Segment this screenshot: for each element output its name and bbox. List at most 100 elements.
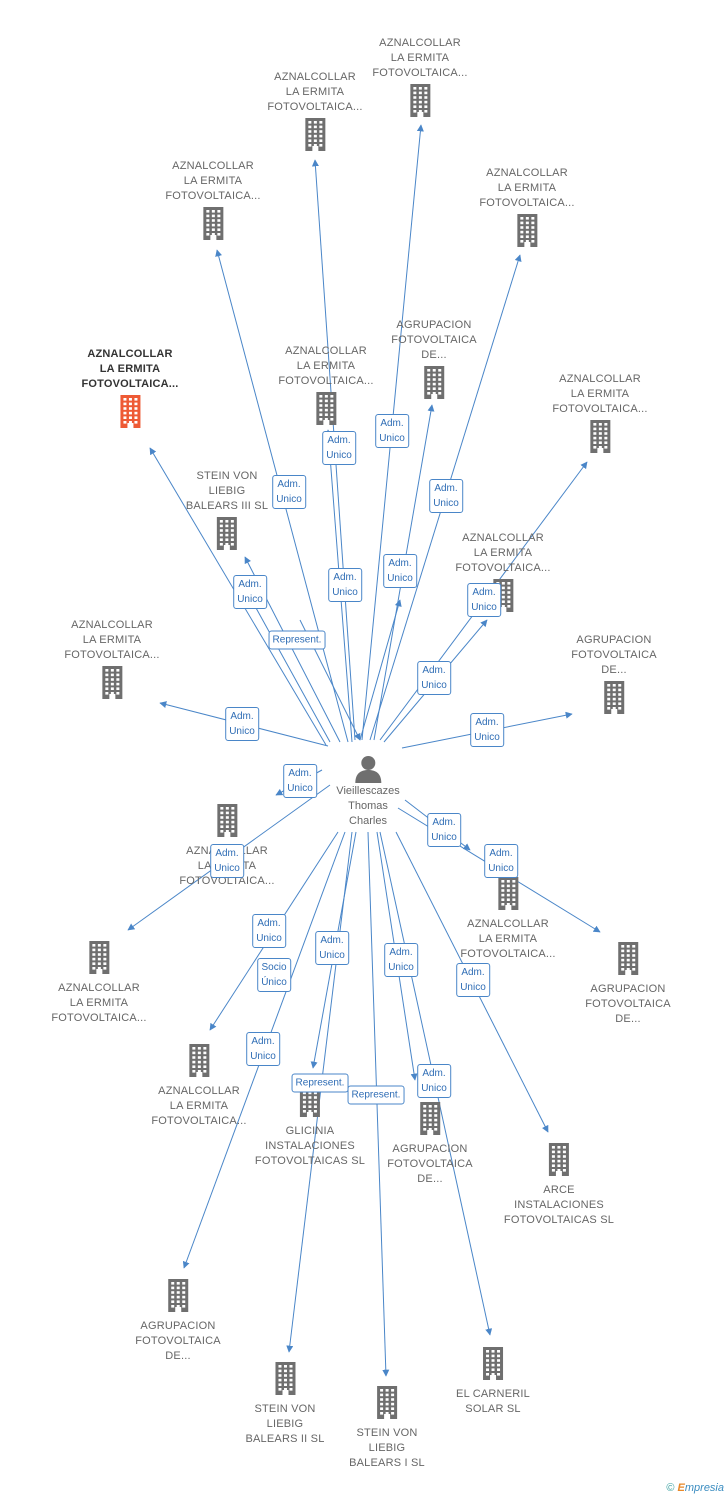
company-node[interactable]: AGRUPACION FOTOVOLTAICA DE...	[571, 633, 657, 719]
adm-unico-edge-label[interactable]: Adm. Unico	[375, 414, 409, 448]
building-icon	[302, 117, 328, 156]
adm-unico-edge-label[interactable]: Adm. Unico	[470, 713, 504, 747]
company-name: AZNALCOLLAR LA ERMITA FOTOVOLTAICA...	[372, 37, 468, 79]
adm-unico-edge-label[interactable]: Adm. Unico	[246, 1032, 280, 1066]
adm-unico-edge-label[interactable]: Adm. Unico	[427, 813, 461, 847]
company-name: STEIN VON LIEBIG BALEARS III SL	[185, 470, 269, 512]
building-icon	[374, 1385, 400, 1424]
adm-unico-edge-label[interactable]: Adm. Unico	[467, 583, 501, 617]
building-icon	[214, 516, 240, 555]
company-name: AZNALCOLLAR LA ERMITA FOTOVOLTAICA...	[278, 345, 374, 387]
building-icon	[546, 1142, 572, 1181]
building-icon	[421, 365, 447, 404]
company-node[interactable]: AGRUPACION FOTOVOLTAICA DE...	[387, 1101, 473, 1187]
company-name: AZNALCOLLAR LA ERMITA FOTOVOLTAICA...	[51, 982, 147, 1024]
relation-edge	[244, 587, 331, 743]
company-name: AZNALCOLLAR LA ERMITA FOTOVOLTAICA...	[455, 532, 551, 574]
adm-unico-edge-label[interactable]: Adm. Unico	[328, 568, 362, 602]
company-name: EL CARNERIL SOLAR SL	[456, 1388, 530, 1415]
company-name: AZNALCOLLAR LA ERMITA FOTOVOLTAICA...	[64, 619, 160, 661]
company-node[interactable]: AZNALCOLLAR LA ERMITA FOTOVOLTAICA...	[51, 940, 146, 1026]
adm-unico-edge-label[interactable]: Adm. Unico	[384, 943, 418, 977]
company-node[interactable]: EL CARNERIL SOLAR SL	[456, 1346, 530, 1417]
company-node[interactable]: AZNALCOLLAR LA ERMITA FOTOVOLTAICA...	[460, 876, 555, 962]
adm-unico-edge-label[interactable]: Adm. Unico	[383, 554, 417, 588]
building-icon	[417, 1101, 443, 1140]
company-node[interactable]: AZNALCOLLAR LA ERMITA FOTOVOLTAICA...	[372, 36, 467, 122]
adm-unico-edge-label[interactable]: Adm. Unico	[484, 844, 518, 878]
represent-edge-label[interactable]: Represent.	[268, 630, 326, 650]
person-icon	[354, 756, 381, 783]
company-name: STEIN VON LIEBIG BALEARS II SL	[245, 1403, 325, 1445]
company-node[interactable]: AGRUPACION FOTOVOLTAICA DE...	[135, 1278, 221, 1364]
adm-unico-edge-label[interactable]: Adm. Unico	[322, 431, 356, 465]
company-node[interactable]: STEIN VON LIEBIG BALEARS II SL	[245, 1361, 324, 1447]
company-name: AGRUPACION FOTOVOLTAICA DE...	[571, 634, 657, 676]
building-icon	[272, 1361, 298, 1400]
adm-unico-edge-label[interactable]: Adm. Unico	[417, 1064, 451, 1098]
company-name: AZNALCOLLAR LA ERMITA FOTOVOLTAICA...	[479, 167, 575, 209]
building-icon	[587, 419, 613, 458]
building-icon	[615, 941, 641, 980]
building-icon	[495, 876, 521, 915]
represent-edge-label[interactable]: Represent.	[347, 1085, 405, 1105]
company-name: AGRUPACION FOTOVOLTAICA DE...	[387, 1143, 473, 1185]
company-node[interactable]: AZNALCOLLAR LA ERMITA FOTOVOLTAICA...	[455, 531, 550, 617]
building-icon	[165, 1278, 191, 1317]
company-name: AGRUPACION FOTOVOLTAICA DE...	[135, 1320, 221, 1362]
company-node[interactable]: AZNALCOLLAR LA ERMITA FOTOVOLTAICA...	[278, 344, 373, 430]
company-node[interactable]: AZNALCOLLAR LA ERMITA FOTOVOLTAICA...	[479, 166, 574, 252]
person-name: Vieillescazes Thomas Charles	[336, 785, 400, 827]
company-node[interactable]: AZNALCOLLAR LA ERMITA FOTOVOLTAICA...	[81, 347, 178, 433]
company-node[interactable]: AGRUPACION FOTOVOLTAICA DE...	[585, 941, 671, 1027]
building-icon	[186, 1043, 212, 1082]
adm-unico-edge-label[interactable]: Adm. Unico	[272, 475, 306, 509]
socio-unico-edge-label[interactable]: Socio Único	[257, 958, 291, 992]
adm-unico-edge-label[interactable]: Adm. Unico	[315, 931, 349, 965]
company-node[interactable]: AGRUPACION FOTOVOLTAICA DE...	[391, 318, 477, 404]
company-node[interactable]: AZNALCOLLAR LA ERMITA FOTOVOLTAICA...	[64, 618, 159, 704]
company-node[interactable]: STEIN VON LIEBIG BALEARS III SL	[186, 469, 268, 555]
company-name: AZNALCOLLAR LA ERMITA FOTOVOLTAICA...	[267, 71, 363, 113]
company-node[interactable]: AZNALCOLLAR LA ERMITA FOTOVOLTAICA...	[165, 159, 260, 245]
building-icon	[214, 803, 240, 842]
adm-unico-edge-label[interactable]: Adm. Unico	[283, 764, 317, 798]
building-icon	[480, 1346, 506, 1385]
company-name: AGRUPACION FOTOVOLTAICA DE...	[585, 983, 671, 1025]
company-name: AZNALCOLLAR LA ERMITA FOTOVOLTAICA...	[460, 918, 556, 960]
company-node[interactable]: AZNALCOLLAR LA ERMITA FOTOVOLTAICA...	[267, 70, 362, 156]
adm-unico-edge-label[interactable]: Adm. Unico	[252, 914, 286, 948]
company-node[interactable]: STEIN VON LIEBIG BALEARS I SL	[349, 1385, 425, 1471]
adm-unico-edge-label[interactable]: Adm. Unico	[210, 844, 244, 878]
company-node[interactable]: AZNALCOLLAR LA ERMITA FOTOVOLTAICA...	[552, 372, 647, 458]
company-name: STEIN VON LIEBIG BALEARS I SL	[349, 1427, 425, 1469]
company-node[interactable]: AZNALCOLLAR LA ERMITA FOTOVOLTAICA...	[151, 1043, 246, 1129]
building-icon	[407, 83, 433, 122]
company-name: AZNALCOLLAR LA ERMITA FOTOVOLTAICA...	[151, 1085, 247, 1127]
company-name: AZNALCOLLAR LA ERMITA FOTOVOLTAICA...	[552, 373, 648, 415]
building-icon	[99, 665, 125, 704]
adm-unico-edge-label[interactable]: Adm. Unico	[417, 661, 451, 695]
brand-logo-first: E	[677, 1482, 685, 1494]
represent-edge-label[interactable]: Represent.	[291, 1073, 349, 1093]
company-node[interactable]: ARCE INSTALACIONES FOTOVOLTAICAS SL	[504, 1142, 614, 1228]
building-icon	[117, 394, 143, 433]
footer-brand: © Empresia	[666, 1482, 724, 1494]
company-name: ARCE INSTALACIONES FOTOVOLTAICAS SL	[503, 1184, 615, 1226]
adm-unico-edge-label[interactable]: Adm. Unico	[456, 963, 490, 997]
brand-logo-rest: mpresia	[684, 1482, 724, 1494]
adm-unico-edge-label[interactable]: Adm. Unico	[233, 575, 267, 609]
person-node[interactable]: Vieillescazes Thomas Charles	[336, 752, 400, 829]
building-icon	[313, 391, 339, 430]
building-icon	[601, 680, 627, 719]
building-icon	[200, 206, 226, 245]
company-name: AZNALCOLLAR LA ERMITA FOTOVOLTAICA...	[81, 348, 179, 390]
copyright-symbol: ©	[666, 1482, 675, 1494]
adm-unico-edge-label[interactable]: Adm. Unico	[429, 479, 463, 513]
adm-unico-edge-label[interactable]: Adm. Unico	[225, 707, 259, 741]
company-node[interactable]: GLICINIA INSTALACIONES FOTOVOLTAICAS SL	[255, 1083, 365, 1169]
relation-edge	[359, 599, 402, 741]
company-name: GLICINIA INSTALACIONES FOTOVOLTAICAS SL	[254, 1125, 366, 1167]
